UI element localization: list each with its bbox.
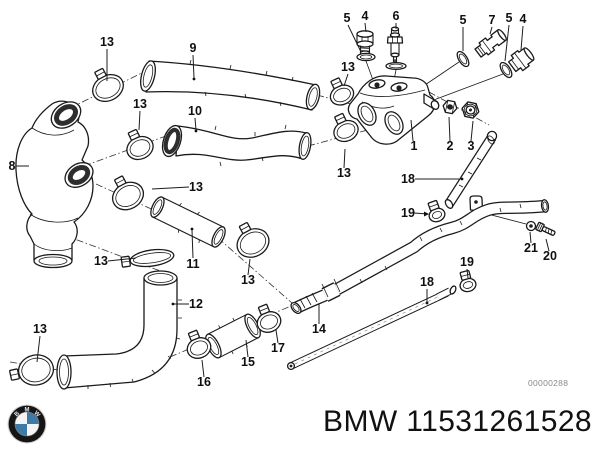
cap-nut-part3 — [461, 101, 480, 119]
caption-text: BMW 11531261528 — [323, 405, 592, 438]
seal-ring-part6 — [385, 61, 407, 71]
part-label-13: 13 — [241, 273, 255, 287]
hose-part15 — [205, 313, 261, 359]
part-label-10: 10 — [188, 104, 202, 118]
part-label-13: 13 — [133, 97, 147, 111]
part-label-21: 21 — [524, 241, 538, 255]
part-label-8: 8 — [9, 159, 16, 173]
temp-sensor-part6 — [386, 26, 404, 63]
part-label-15: 15 — [241, 355, 255, 369]
part-label-1: 1 — [411, 139, 418, 153]
logo-quadrants — [14, 411, 40, 437]
part-label-5: 5 — [506, 11, 513, 25]
part-label-12: 12 — [189, 297, 203, 311]
part-label-2: 2 — [447, 139, 454, 153]
part-label-18: 18 — [401, 172, 415, 186]
logo-letter-w: W — [32, 410, 40, 418]
part-label-13: 13 — [100, 35, 114, 49]
part-label-13: 13 — [94, 254, 108, 268]
hose-clamp — [92, 67, 124, 103]
vent-hose-part18-upper — [444, 130, 498, 209]
part-label-13: 13 — [189, 180, 203, 194]
part-label-18: 18 — [420, 275, 434, 289]
part-label-17: 17 — [271, 341, 285, 355]
seal-ring-part5-mid — [456, 50, 470, 68]
hose-clamp — [329, 77, 355, 106]
hose-clamp — [111, 175, 145, 211]
washer-part21 — [525, 220, 537, 232]
bolt-part20 — [535, 221, 556, 236]
part-label-4: 4 — [520, 12, 527, 26]
leader-lines — [16, 22, 550, 378]
seal-ring-part5-right — [499, 61, 513, 79]
part-label-3: 3 — [468, 139, 475, 153]
elbow-hose-part12 — [56, 270, 182, 390]
logo-letter-b: B — [14, 410, 22, 418]
hose-clamp — [333, 112, 359, 143]
hose-clamp — [256, 303, 282, 333]
hose-part11 — [150, 196, 226, 248]
part-label-14: 14 — [312, 322, 326, 336]
part-label-13: 13 — [337, 166, 351, 180]
nut-part2 — [442, 99, 458, 115]
part-label-19: 19 — [460, 255, 474, 269]
water-housing-part8 — [15, 100, 94, 269]
part-label-5: 5 — [460, 13, 467, 27]
radiator-hose-part9 — [140, 59, 321, 111]
part-label-19: 19 — [401, 206, 415, 220]
diagram-watermark: 00000288 — [528, 378, 569, 388]
part-label-6: 6 — [393, 9, 400, 23]
vent-pipe-part18-lower — [286, 285, 457, 371]
seal-ring-part5-left — [356, 52, 376, 62]
logo-letters: B M W — [14, 407, 41, 418]
hose-clamp — [236, 222, 270, 258]
hose-clamp — [427, 199, 446, 223]
part-label-9: 9 — [190, 41, 197, 55]
logo-letter-m: M — [25, 407, 30, 413]
screw-plug-part4-left — [356, 30, 374, 56]
part-label-4: 4 — [362, 9, 369, 23]
part-label-5: 5 — [344, 11, 351, 25]
part-label-16: 16 — [197, 375, 211, 389]
temp-switch-part7 — [474, 28, 507, 58]
hose-clamps — [9, 67, 477, 386]
hose-clamp — [126, 129, 154, 161]
part-label-13: 13 — [341, 60, 355, 74]
part-number-caption: BMW 11531261528 — [323, 406, 592, 438]
thermostat-housing-part1 — [347, 75, 440, 145]
bmw-logo: B M W — [7, 404, 47, 444]
part-label-13: 13 — [33, 322, 47, 336]
part-label-11: 11 — [186, 257, 199, 271]
hose-clamp — [9, 354, 55, 386]
part-label-20: 20 — [543, 249, 557, 263]
part-label-7: 7 — [489, 13, 496, 27]
water-pipe-part14 — [290, 195, 550, 314]
hose-part10 — [161, 124, 312, 167]
hose-clamp — [186, 329, 212, 359]
screw-plug-part4-right — [507, 47, 535, 73]
